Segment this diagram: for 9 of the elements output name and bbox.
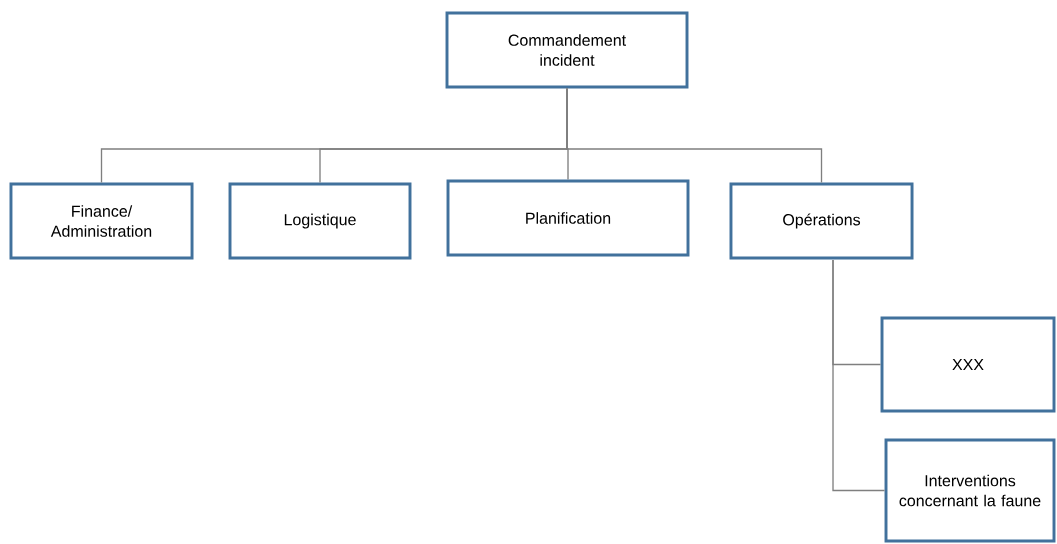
org-box: Opérations	[729, 182, 914, 260]
org-box: Commandement incident	[445, 11, 689, 89]
org-box: Logistique	[228, 182, 412, 260]
org-box: XXX	[880, 316, 1056, 413]
connector-line	[566, 87, 823, 184]
org-box: Planification	[446, 179, 690, 257]
org-box: Interventions concernant la faune	[884, 438, 1056, 543]
connector-line	[832, 259, 886, 492]
org-box: Finance/ Administration	[9, 182, 194, 260]
